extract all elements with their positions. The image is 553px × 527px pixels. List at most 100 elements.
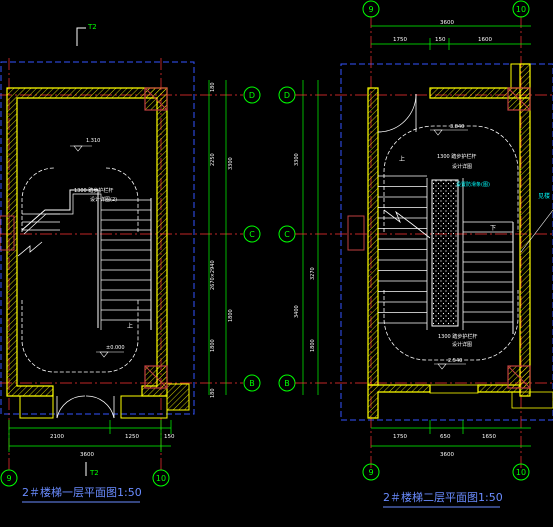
axis-label-C-right: C <box>284 230 290 239</box>
left-door-arc-1 <box>56 395 86 419</box>
axis-label-10-bottom: 10 <box>516 468 526 477</box>
axis-label-D-left: D <box>249 91 255 100</box>
axis-bubble-9-left <box>0 469 18 487</box>
left-entry-wall-left <box>19 395 54 419</box>
left-dim-total: 3600 <box>80 452 94 458</box>
axis-bubble-9-bottom <box>362 463 380 481</box>
mid-B-dim-r2: 3400 <box>294 305 300 318</box>
right-note-bot-1: 1300 踏步护栏杆 <box>438 333 477 340</box>
left-floor-mark <box>99 351 109 358</box>
axis-label-10-top: 10 <box>516 5 526 14</box>
left-elev-mark <box>73 145 83 152</box>
mid-C-dim-r: 3270 <box>310 267 316 280</box>
axis-label-B-right: B <box>284 379 290 388</box>
mid-D-dim-r: 3300 <box>294 153 300 166</box>
axis-bubble-B-left <box>243 374 261 392</box>
axis-label-9-top: 9 <box>368 5 373 14</box>
mid-C-dim-a: 2670×2940 <box>210 260 216 290</box>
axis-label-9-bottom: 9 <box>368 468 373 477</box>
right-bot-dim-total: 3600 <box>440 452 454 458</box>
left-lower-arc <box>21 300 139 373</box>
right-top-dim-a: 1750 <box>393 37 407 43</box>
right-plan-title: 2＃楼梯二层平面图1:50 <box>383 490 503 504</box>
axis-label-10-left: 10 <box>156 474 166 483</box>
right-elev-bot: 2.540 <box>448 358 462 364</box>
axis-bubble-10-top <box>512 0 530 18</box>
left-dim-c: 150 <box>164 434 175 440</box>
right-wall-left <box>367 87 379 386</box>
left-stair-plan: T2 1.310 <box>0 23 243 503</box>
axis-bubble-D-left <box>243 86 261 104</box>
right-stair-treads <box>378 175 513 324</box>
left-plan-title: 2＃楼梯一层平面图1:50 <box>22 485 142 499</box>
right-wall-notch <box>510 63 521 89</box>
left-stair-treads <box>22 199 151 321</box>
right-bot-dim-a: 1750 <box>393 434 407 440</box>
left-dim-b: 1250 <box>125 434 139 440</box>
left-handrail <box>21 189 99 328</box>
axis-bubble-10-left <box>152 469 170 487</box>
left-grid-top-label: T2 <box>87 23 97 31</box>
left-note-2: 设计详图(2) <box>90 196 117 203</box>
left-column-mid <box>0 215 15 251</box>
right-down-mark: 下 <box>490 225 496 232</box>
right-up-mark: 上 <box>399 155 405 163</box>
mid-bottom-dim: 180 <box>210 388 216 398</box>
left-side-wall <box>166 383 190 411</box>
mid-B-dim-a: 1800 <box>210 339 216 352</box>
right-elev-top: 3.840 <box>450 124 464 130</box>
right-note-mid: 设置防滑条(图) <box>456 181 490 188</box>
mid-D-dim-a: 2250 <box>210 153 216 166</box>
right-stair-well <box>431 179 459 327</box>
axis-bubble-9-top <box>362 0 380 18</box>
right-stair-plan: 9 10 3600 1750 150 1600 <box>295 0 553 508</box>
right-note-top-1: 1300 踏步护栏杆 <box>437 153 476 160</box>
right-elev-bot-mark <box>437 363 447 370</box>
right-column-bottom-diag <box>507 365 531 389</box>
right-note-top-2: 设计详图 <box>452 163 472 170</box>
right-boundary <box>340 63 553 421</box>
axis-bubble-C-left <box>243 225 261 243</box>
right-side-ledge <box>511 391 553 409</box>
left-note-1: 1300 踏步护栏杆 <box>74 187 113 194</box>
axis-label-D-right: D <box>284 91 290 100</box>
axis-label-C-left: C <box>249 230 255 239</box>
axis-label-9-left: 9 <box>6 474 11 483</box>
right-break-line <box>383 209 431 239</box>
mid-D-dim-b: 3300 <box>228 157 234 170</box>
mid-top-dim: 180 <box>210 82 216 92</box>
right-door-arc <box>377 93 417 133</box>
right-column-top-diag <box>507 87 531 111</box>
right-elev-top-mark <box>433 129 443 136</box>
left-elev-label: 1.310 <box>86 138 100 144</box>
right-wall-bottom-left <box>367 384 431 419</box>
right-side-note: 见楼 <box>538 192 550 200</box>
axis-bubble-10-bottom <box>512 463 530 481</box>
left-landing-arc <box>21 167 139 232</box>
mid-B-dim-b: 1800 <box>228 309 234 322</box>
right-bot-dim-b: 650 <box>440 434 451 440</box>
right-upper-landing <box>383 125 519 232</box>
right-column-mid <box>347 215 365 251</box>
left-entry-wall-right <box>120 395 168 419</box>
right-lower-landing <box>383 290 519 361</box>
left-column-top-diag <box>144 87 168 111</box>
left-column-bottom-diag <box>144 365 168 389</box>
right-leader <box>520 209 553 253</box>
right-note-bot-2: 设计详图 <box>452 341 472 348</box>
left-up-mark: 上 <box>127 322 133 330</box>
left-grid-bottom-label: T2 <box>89 469 99 477</box>
left-section-mark-top <box>76 27 86 46</box>
left-door-arc-2 <box>85 395 115 419</box>
left-handrail-inner <box>23 193 102 330</box>
left-break-line <box>17 241 43 257</box>
left-wall <box>6 87 168 397</box>
right-top-dim-c: 1600 <box>478 37 492 43</box>
right-window <box>429 384 479 394</box>
middle-axis-block: 180 2250 3300 3300 2670×2940 3270 1800 1… <box>208 80 319 398</box>
mid-B-dim-r1: 1800 <box>310 339 316 352</box>
left-floor-elev: ±0.000 <box>106 345 125 351</box>
right-bot-dim-c: 1650 <box>482 434 496 440</box>
left-dim-a: 2100 <box>50 434 64 440</box>
